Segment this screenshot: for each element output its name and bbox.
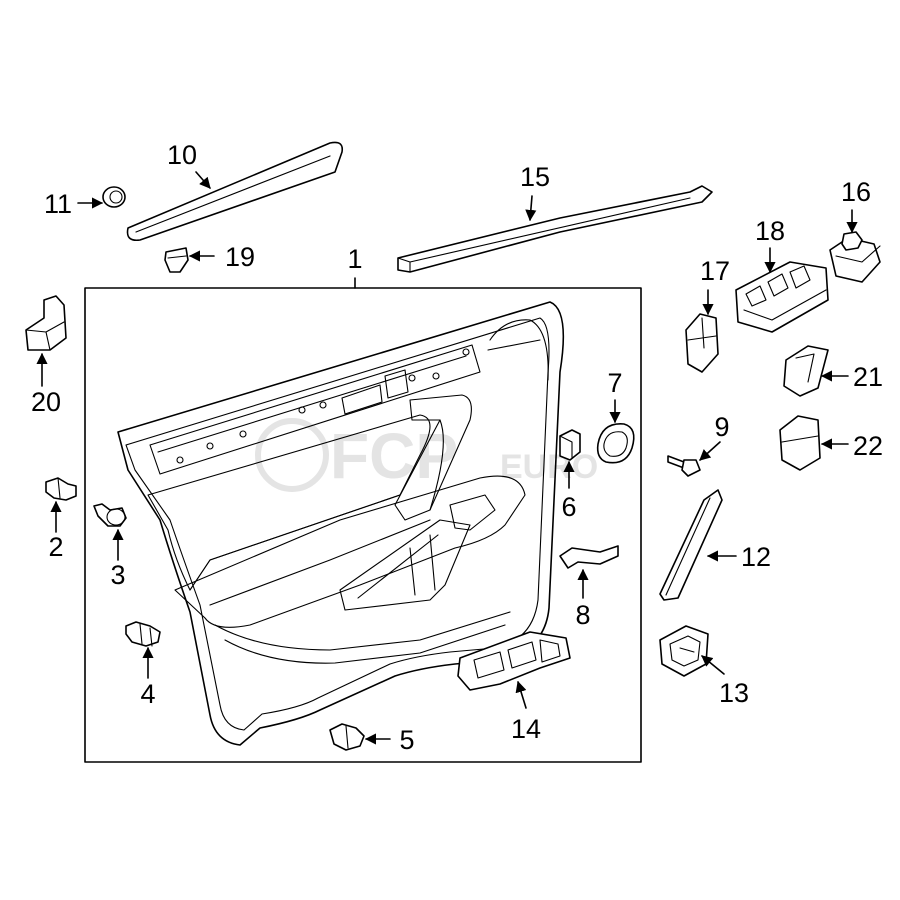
callout-22: 22: [853, 431, 883, 461]
callout-9: 9: [714, 412, 729, 442]
callout-12: 12: [741, 542, 771, 572]
callout-14: 14: [511, 714, 541, 744]
panel-clip[interactable]: [125, 621, 161, 647]
cap-part[interactable]: [102, 186, 126, 208]
callout-arrows: [36, 171, 858, 745]
watermark-brand: FCP: [330, 420, 458, 492]
mounting-bracket[interactable]: [25, 295, 67, 351]
door-trim-panel[interactable]: [117, 301, 565, 746]
callout-10: 10: [167, 140, 197, 170]
callout-5: 5: [399, 725, 414, 755]
trim-fastener[interactable]: [93, 503, 127, 527]
watermark-suffix: EURO: [500, 448, 598, 486]
callout-8: 8: [575, 600, 590, 630]
callout-19: 19: [225, 242, 255, 272]
callout-16: 16: [841, 177, 871, 207]
watermark: FCP EURO: [255, 418, 598, 492]
callout-17: 17: [700, 256, 730, 286]
callout-15: 15: [520, 162, 550, 192]
master-window-switch[interactable]: [735, 261, 829, 333]
callout-7: 7: [607, 368, 622, 398]
callout-13: 13: [719, 678, 749, 708]
handle-bezel[interactable]: [596, 423, 635, 464]
screw[interactable]: [667, 455, 701, 477]
callout-labels: 1 2 3 4 5 6 7 8 9 10 11 12 13 14 15 16 1…: [31, 140, 883, 755]
handle-seal[interactable]: [559, 545, 619, 569]
small-switch-21[interactable]: [783, 345, 829, 397]
window-weatherstrip[interactable]: [397, 185, 713, 273]
callout-4: 4: [140, 679, 155, 709]
door-panel-frame: [84, 287, 642, 763]
mirror-switch[interactable]: [659, 625, 709, 677]
callout-20: 20: [31, 387, 61, 417]
callout-11: 11: [44, 189, 72, 219]
callout-1: 1: [347, 244, 362, 274]
retainer-clip[interactable]: [164, 247, 189, 273]
small-clip[interactable]: [559, 429, 581, 461]
window-switch-panel[interactable]: [457, 631, 571, 691]
push-clip[interactable]: [45, 477, 77, 501]
single-window-switch[interactable]: [685, 313, 719, 373]
belt-molding[interactable]: [126, 141, 344, 242]
small-switch-22[interactable]: [779, 415, 821, 471]
callout-2: 2: [48, 532, 63, 562]
lower-clip[interactable]: [329, 723, 365, 751]
callout-3: 3: [110, 560, 125, 590]
pillar-trim-strip[interactable]: [659, 489, 723, 601]
callout-18: 18: [755, 216, 785, 246]
knob-switch[interactable]: [829, 231, 881, 283]
callout-6: 6: [561, 492, 576, 522]
callout-21: 21: [853, 362, 883, 392]
